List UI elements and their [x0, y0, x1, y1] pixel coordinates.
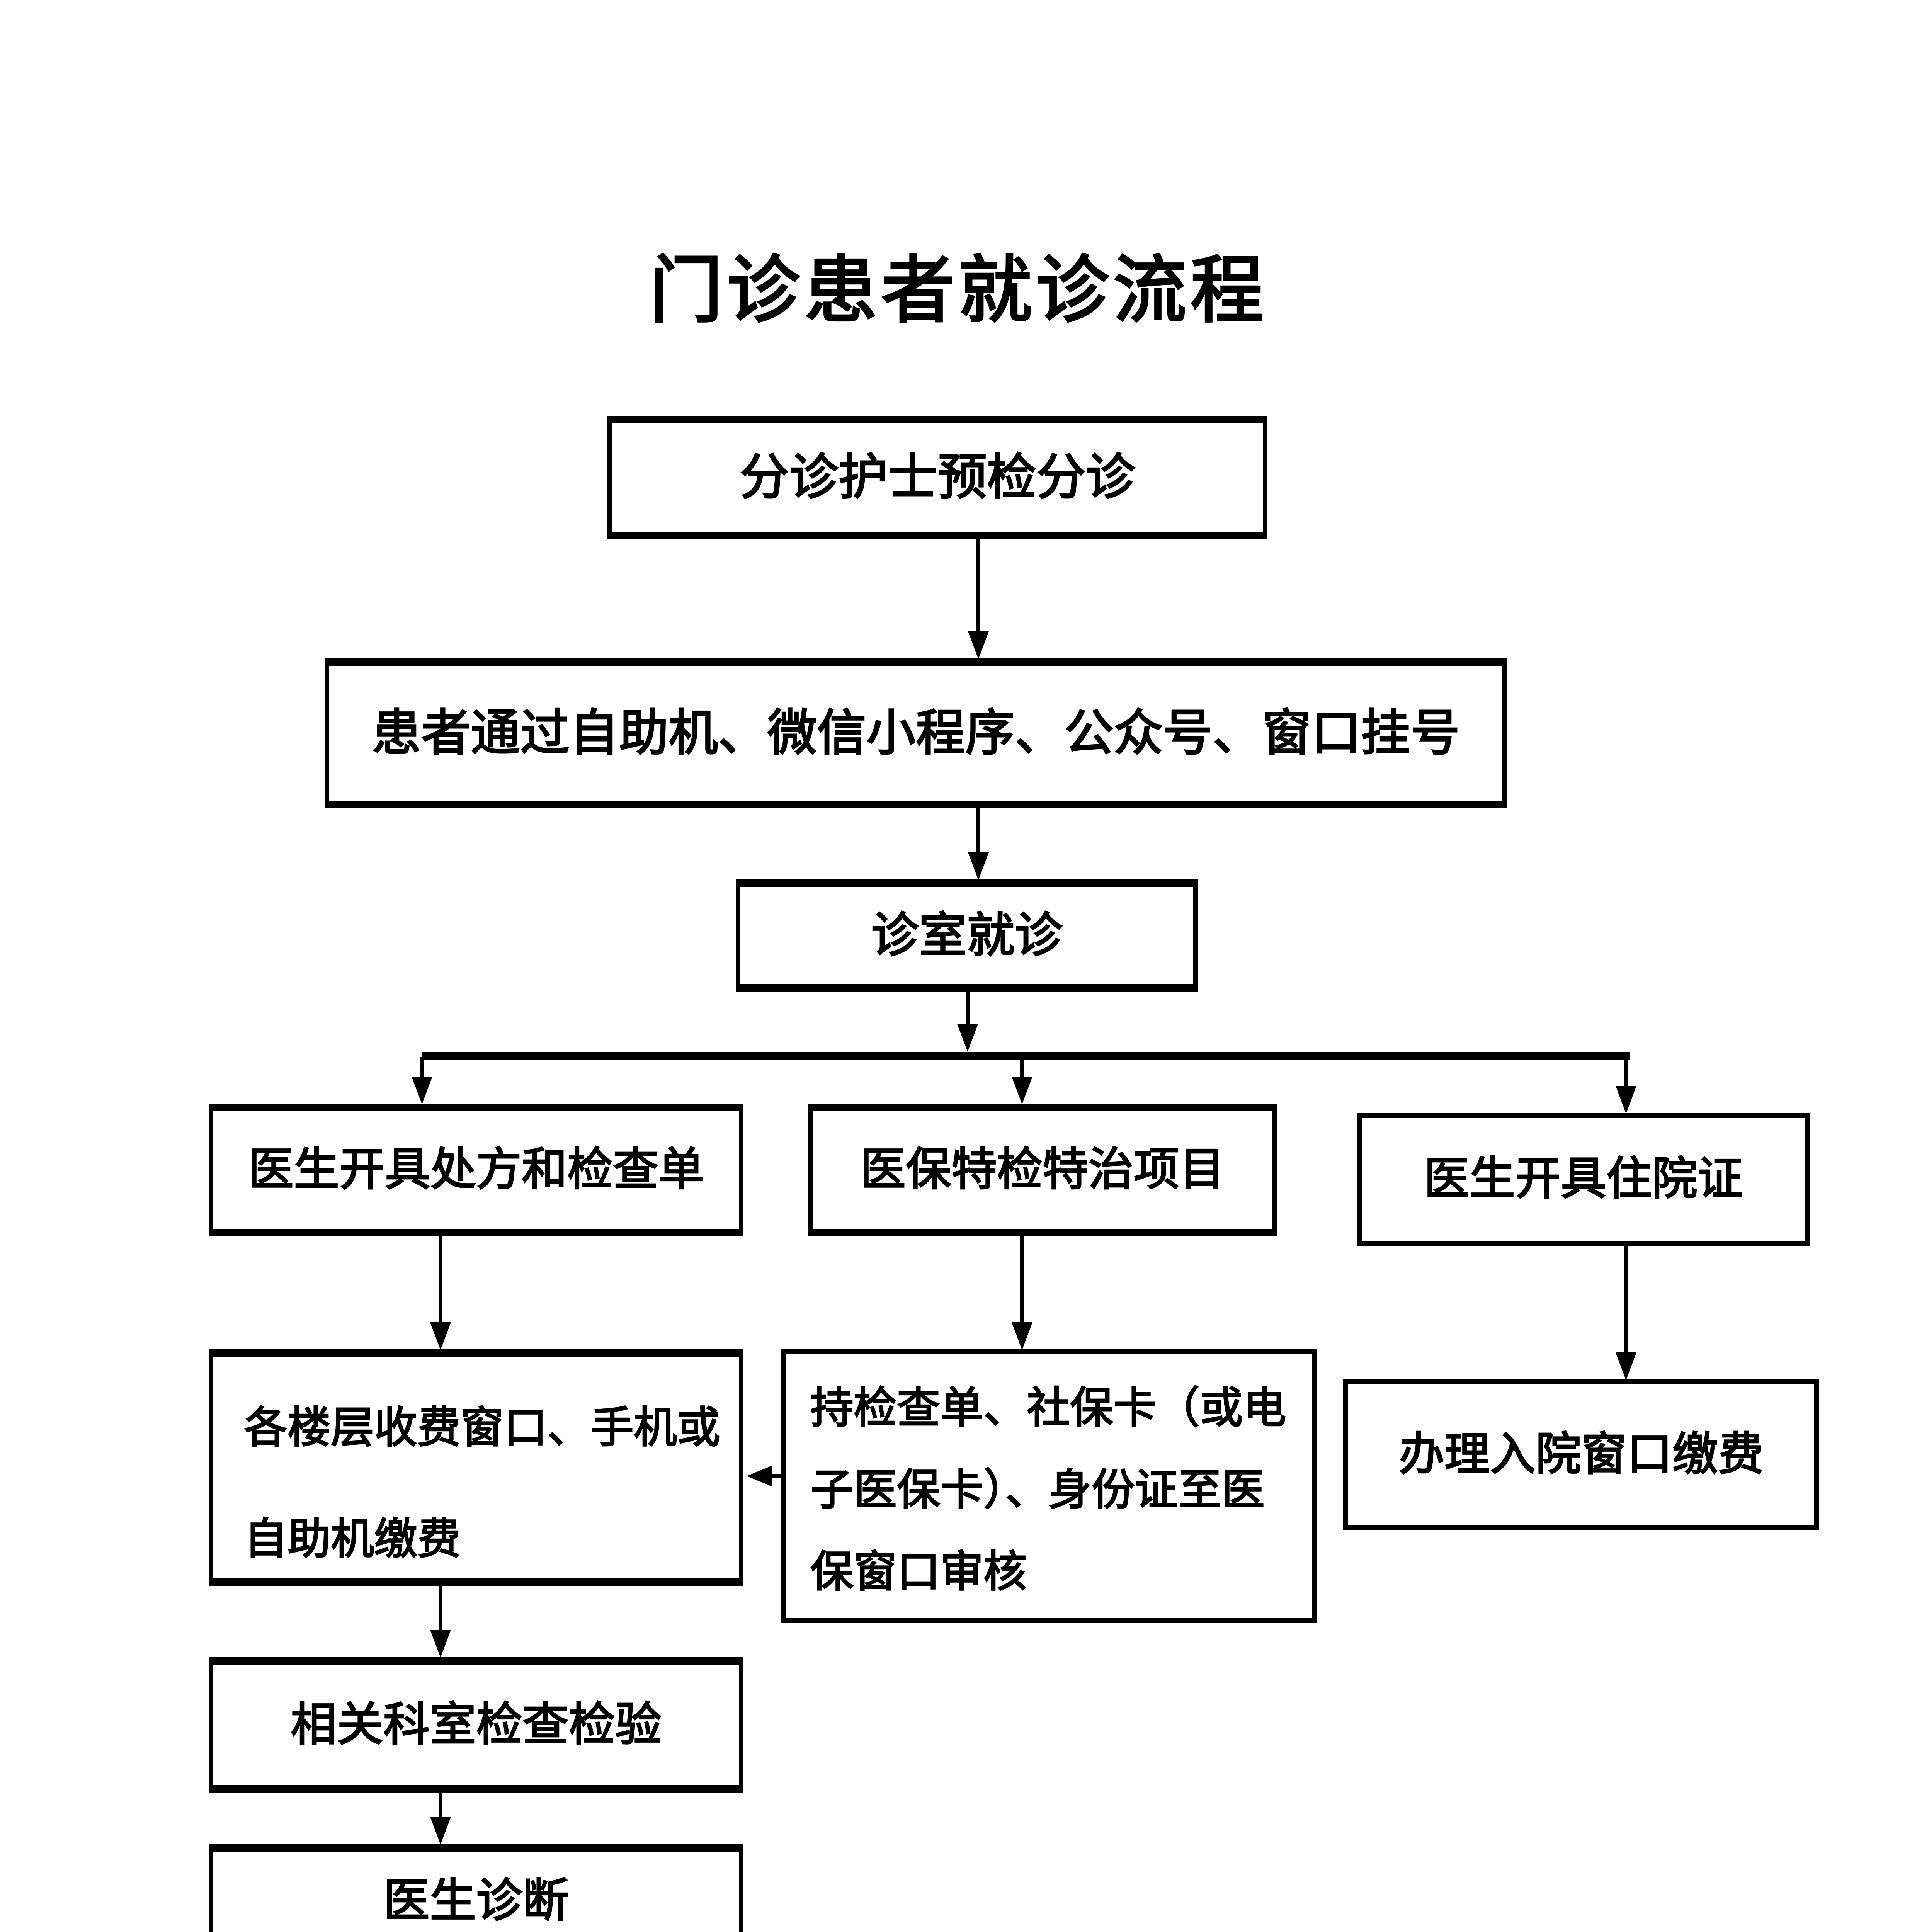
node-insurance-review-line1: 持检查单、社保卡（或电 [810, 1384, 1286, 1432]
arrow-branch-to-admission-cert [1624, 1057, 1628, 1086]
arrow-register-to-consult [976, 808, 980, 852]
node-admission-cert-label: 医生开具住院证 [1424, 1154, 1743, 1205]
node-admission-pay-label: 办理入院窗口缴费 [1398, 1429, 1764, 1480]
branch-line [422, 1052, 1630, 1060]
node-insurance-review-line2: 子医保卡）、身份证至医 [810, 1466, 1265, 1514]
node-triage-label: 分诊护士预检分诊 [739, 450, 1135, 505]
arrow-pay-to-exam [439, 1586, 442, 1630]
node-consult: 诊室就诊 [736, 879, 1198, 992]
node-pay-line2: 自助机缴费 [244, 1515, 461, 1563]
node-exam-label: 相关科室检查检验 [291, 1699, 662, 1750]
node-consult-label: 诊室就诊 [871, 909, 1063, 962]
node-triage: 分诊护士预检分诊 [607, 416, 1267, 539]
node-diagnose: 医生诊断 [209, 1844, 743, 1932]
node-register-label: 患者通过自助机、微信小程序、公众号、窗口挂号 [371, 706, 1460, 761]
arrow-consult-to-branch [966, 992, 970, 1024]
arrow-insurance-to-pay [772, 1474, 783, 1478]
node-special-items-label: 医保特检特治项目 [860, 1145, 1225, 1196]
node-register: 患者通过自助机、微信小程序、公众号、窗口挂号 [325, 658, 1507, 808]
arrow-special-to-insurance [1020, 1236, 1024, 1322]
arrow-branch-to-prescription [420, 1057, 424, 1077]
arrow-admission-cert-to-admission-pay [1624, 1246, 1628, 1352]
node-pay-line1: 各楼层收费窗口、手机或 [244, 1404, 720, 1452]
page-title: 门诊患者就诊流程 [649, 251, 1268, 332]
arrow-triage-to-register [976, 539, 980, 631]
node-admission-cert: 医生开具住院证 [1357, 1113, 1810, 1246]
arrow-exam-to-diagnose [439, 1793, 442, 1817]
node-admission-pay: 办理入院窗口缴费 [1343, 1379, 1819, 1530]
node-prescription: 医生开具处方和检查单 [209, 1104, 743, 1236]
node-special-items: 医保特检特治项目 [808, 1104, 1277, 1236]
node-pay: 各楼层收费窗口、手机或 自助机缴费 [209, 1349, 743, 1586]
node-insurance-review: 持检查单、社保卡（或电 子医保卡）、身份证至医 保窗口审核 [781, 1349, 1317, 1623]
arrow-branch-to-special [1020, 1057, 1024, 1077]
node-prescription-label: 医生开具处方和检查单 [248, 1145, 704, 1196]
arrow-prescription-to-pay [439, 1236, 442, 1322]
node-insurance-review-line3: 保窗口审核 [810, 1548, 1027, 1596]
node-diagnose-label: 医生诊断 [383, 1875, 569, 1927]
node-exam: 相关科室检查检验 [209, 1657, 743, 1793]
